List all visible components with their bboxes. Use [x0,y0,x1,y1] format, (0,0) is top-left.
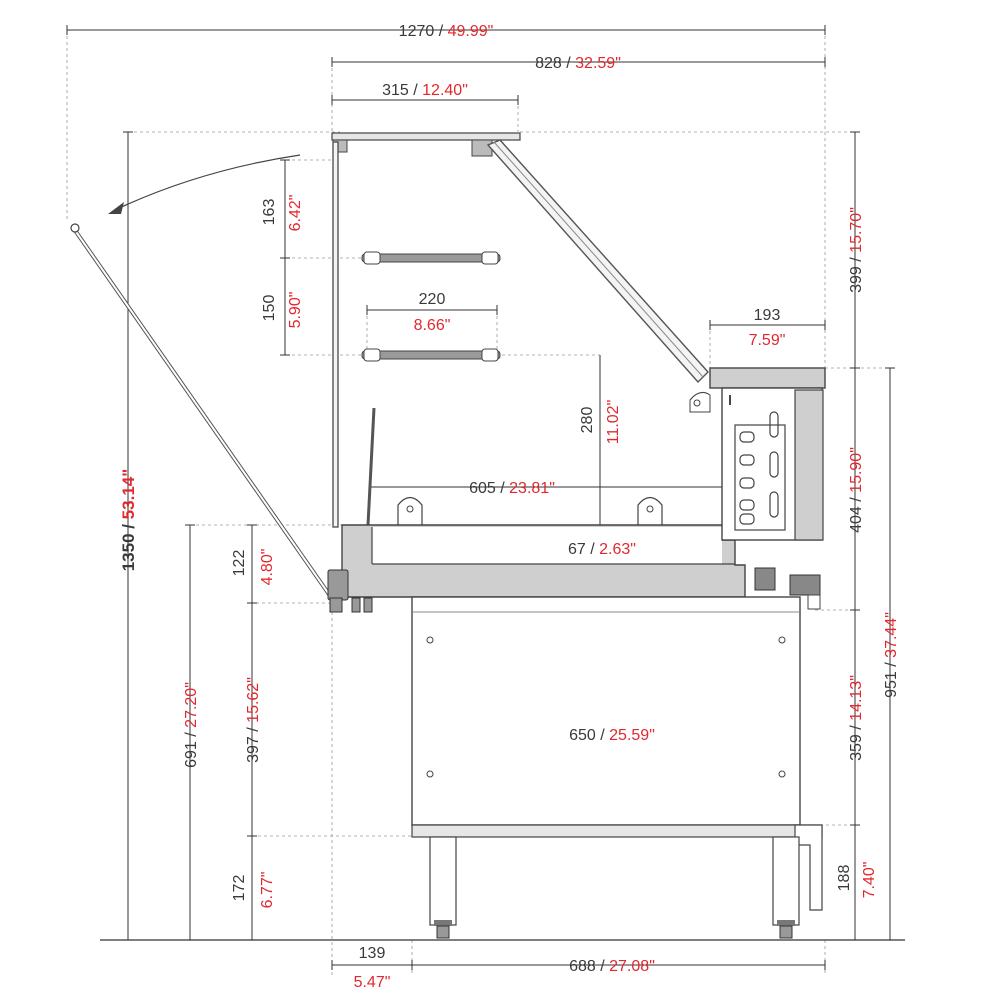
dim-cabinet-width: 650 / 25.59" [569,727,655,744]
dim-front-overhang-mm: 139 [359,945,386,962]
dim-interior-height-in: 11.02" [605,400,622,445]
legs [429,836,800,939]
drain-fitting [754,567,776,591]
dim-unit-height: 404 / 15.90" [848,447,865,533]
dim-shelf-spacing-2-in: 5.90" [287,292,304,329]
dim-counter-height: 951 / 37.44" [883,612,900,698]
dim-side-depth-mm: 193 [754,307,781,324]
rear-glass-panel [332,141,339,528]
dim-foot-height-right-mm: 188 [836,865,853,892]
open-rear-door [70,223,335,602]
dim-well-depth: 605 / 23.81" [469,480,555,497]
dimension-lines [66,25,895,970]
dim-cabinet-height: 359 / 14.13" [848,675,865,761]
shelf-bracket-icon [363,348,381,362]
underframe-cabinet [411,596,801,826]
dim-overall-height: 1350 / 53.14" [119,469,138,572]
dim-shelf-spacing-2-mm: 150 [261,295,278,322]
mounting-tab [397,496,423,525]
dim-shelf-width-in: 8.66" [414,317,451,334]
dim-interior-height-mm: 280 [579,407,596,434]
dim-top-depth: 828 / 32.59" [535,55,621,72]
dim-shelf-width-mm: 220 [419,291,446,308]
shelf-bracket-icon [481,251,499,265]
dim-base-width: 688 / 27.08" [569,958,655,975]
dim-leg-space: 397 / 15.62" [245,677,262,763]
door-open-arrow-icon [108,154,301,214]
dim-canopy-depth: 315 / 12.40" [382,82,468,99]
dim-top-to-floor-left: 691 / 27.20" [183,682,200,768]
base-hardware [327,569,373,613]
dim-foot-height-right-in: 7.40" [861,862,878,899]
dim-foot-height-left-mm: 172 [231,875,248,902]
dim-front-height-mm: 122 [231,550,248,577]
dim-base-thickness: 67 / 2.63" [568,541,636,558]
dim-foot-height-left-in: 6.77" [259,872,276,909]
dim-overall-width: 1270 / 49.99" [399,23,494,40]
shelf-upper [361,251,501,265]
mounting-tab [637,496,663,525]
top-counter-plate [709,367,826,389]
dim-glass-height: 399 / 15.70" [848,207,865,293]
interior-divider [366,407,376,526]
dim-side-depth-in: 7.59" [749,332,786,349]
canopy-top [331,132,521,141]
shelf-lower [361,348,501,362]
dim-front-height-in: 4.80" [259,549,276,586]
dim-front-overhang-in: 5.47" [354,974,391,991]
dim-shelf-spacing-top-in: 6.42" [287,195,304,232]
shelf-bracket-icon [363,251,381,265]
shelf-bracket-icon [481,348,499,362]
hinge-icon [471,139,493,157]
bottom-shelf [411,824,823,838]
dim-shelf-spacing-top-mm: 163 [261,199,278,226]
